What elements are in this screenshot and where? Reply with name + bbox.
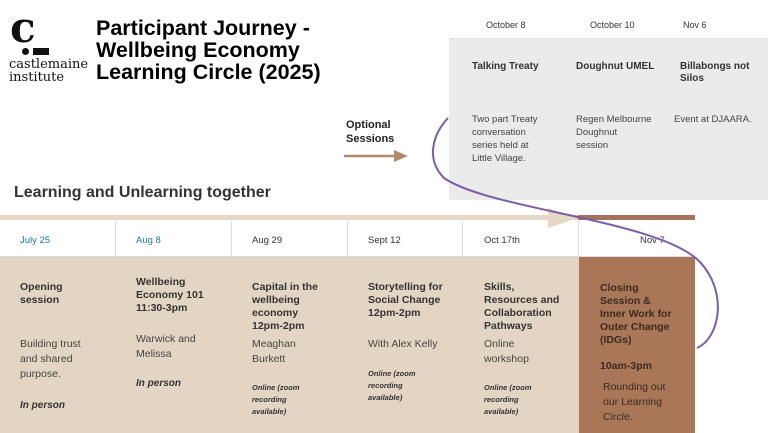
closing-session-background [579,257,695,433]
session-body: Rounding out our Learning Circle. [603,381,666,423]
session-title: Closing Session & Inner Work for Outer C… [600,282,672,346]
optional-arrowhead [394,150,408,162]
session-date: Aug 29 [252,235,283,246]
session-body: With Alex Kelly [368,338,438,350]
date-divider [115,221,116,257]
session-title: Wellbeing Economy 101 11:30-3pm [136,276,204,314]
session-date: Sept 12 [368,235,401,246]
date-divider [347,221,348,257]
session-note: In person [20,400,66,411]
optional-dates-row [449,0,768,39]
session-note: Online (zoom recording available) [484,383,532,416]
session-time: 10am-3pm [600,360,652,372]
optional-date: October 10 [590,20,635,30]
session-date: July 25 [20,235,51,246]
logo-bar [33,48,49,55]
session-body: Online workshop [484,338,529,365]
session-title: Skills, Resources and Collaboration Path… [484,281,560,332]
optional-body: Two part Treaty conversation series held… [472,114,538,164]
session-date: Nov 7 [640,235,665,246]
journey-curve [431,117,719,349]
timeline-bar-final [578,215,695,220]
timeline-bar [0,215,578,220]
optional-date: Nov 6 [683,20,707,30]
optional-body: Regen Melbourne Doughnut session [576,114,652,151]
session-note: Online (zoom recording available) [368,369,416,402]
logo-text: castlemaine institute [9,57,89,85]
session-note: Online (zoom recording available) [252,383,300,416]
date-row-border [0,256,695,257]
page-title: Participant Journey - Wellbeing Economy … [96,16,321,84]
optional-sessions-label: Optional Sessions [346,119,395,145]
session-title: Storytelling for Social Change 12pm-2pm [368,281,443,319]
session-body: Building trust and shared purpose. [20,338,81,380]
session-body: Warwick and Melissa [136,333,196,360]
session-date: Oct 17th [484,235,520,246]
date-divider [231,221,232,257]
date-divider [578,221,579,257]
sessions-background [0,257,579,433]
section-title: Learning and Unlearning together [14,184,271,201]
session-body: Meaghan Burkett [252,338,296,365]
date-divider [462,221,463,257]
logo-dot [22,48,29,55]
session-title: Opening session [20,281,63,306]
session-title: Capital in the wellbeing economy 12pm-2p… [252,281,318,332]
optional-date: October 8 [486,20,526,30]
optional-body: Event at DJAARA. [674,114,752,125]
session-date: Aug 8 [136,235,161,246]
logo-mark: c [10,3,36,52]
optional-title: Doughnut UMEL [576,61,655,72]
session-note: In person [136,378,182,389]
optional-title: Talking Treaty [472,61,539,72]
optional-title: Billabongs not Silos [680,61,750,84]
